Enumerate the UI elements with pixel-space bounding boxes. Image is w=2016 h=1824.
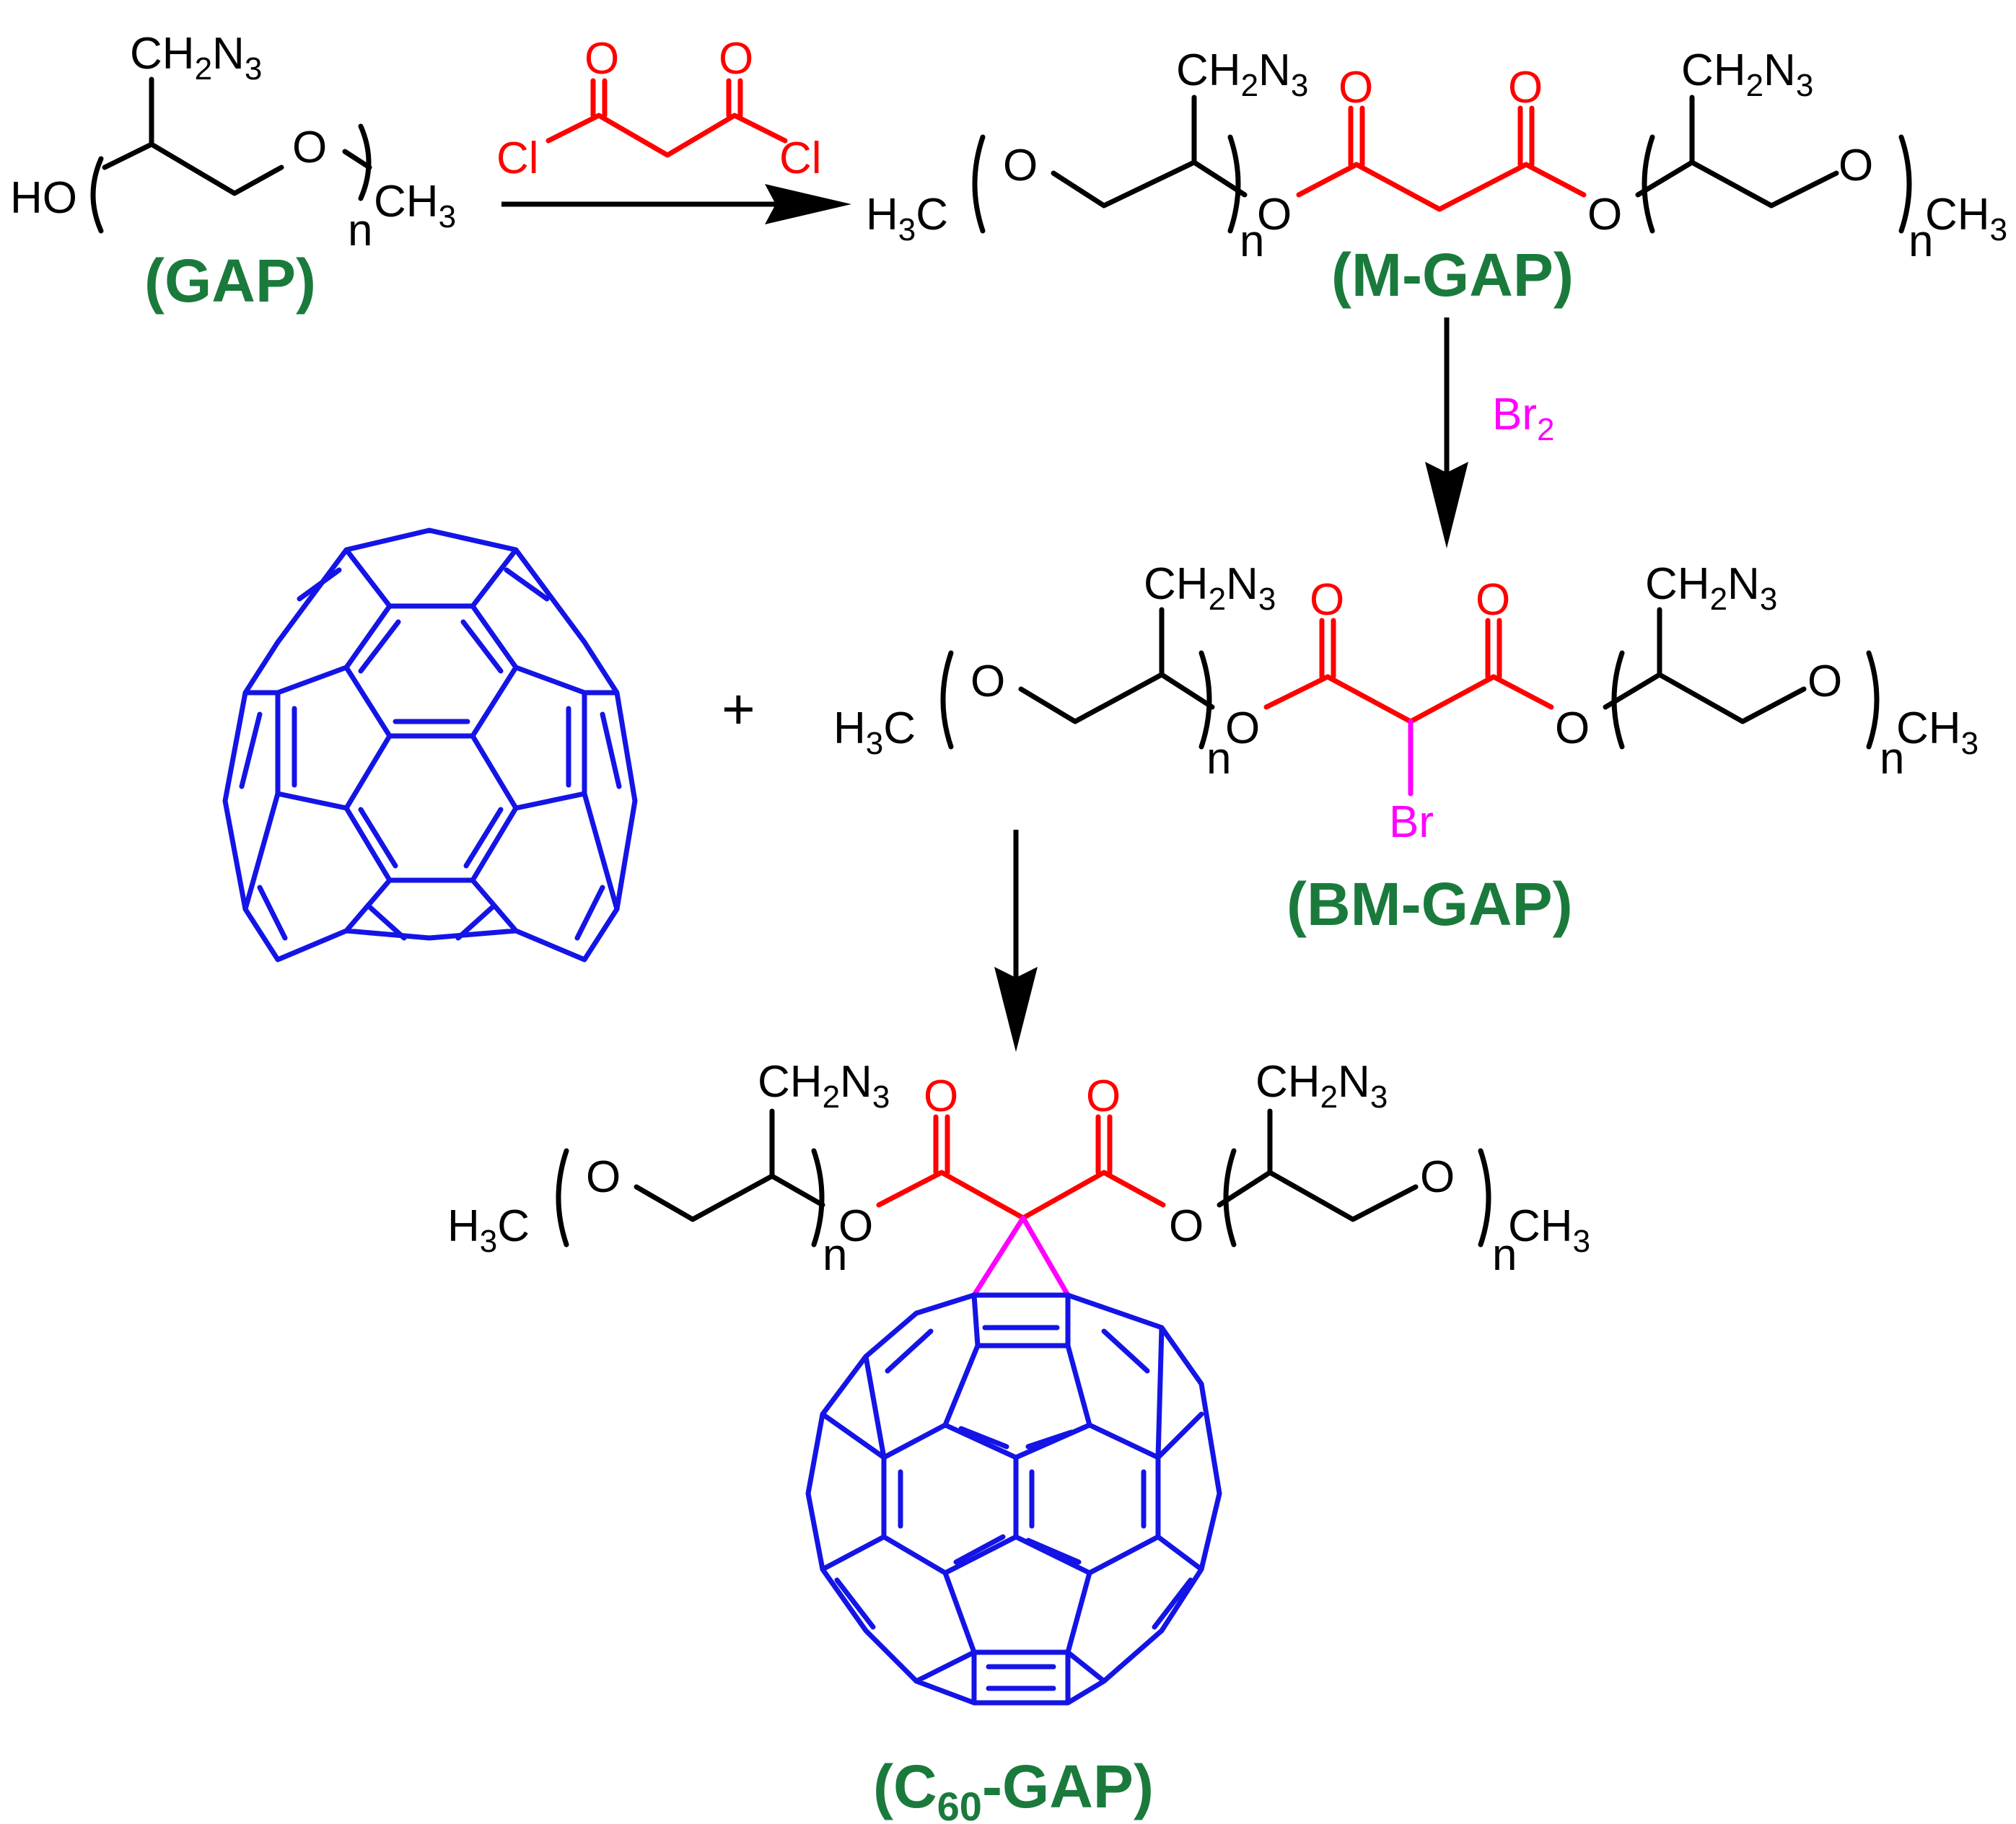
c60-gap-structure: H3C O CH2N3 n O O O O CH2N3 O n CH3 [447, 1057, 1590, 1298]
bm-gap-paren-r1 [1198, 650, 1212, 750]
m-gap-backbone-r [1635, 95, 1839, 209]
m-gap-malonate [1296, 105, 1587, 212]
m-gap-ch2n3-l: CH2N3 [1176, 45, 1308, 103]
malonyl-cl-left: Cl [496, 133, 539, 183]
c60-gap-ch2n3-l: CH2N3 [758, 1057, 890, 1115]
c60-gap-backbone-l [634, 1108, 825, 1222]
gap-ch2n3: CH2N3 [130, 29, 262, 87]
bm-gap-title: (BM-GAP) [1287, 870, 1573, 938]
bm-gap-backbone-l [1018, 607, 1215, 724]
bm-gap-ch2n3-l: CH2N3 [1144, 559, 1276, 617]
m-gap-o4: O [1508, 63, 1543, 113]
gap-structure: CH2N3 HO O n CH3 (GAP) [10, 29, 456, 315]
bm-gap-o4: O [1476, 575, 1510, 625]
c60-gap-o1: O [586, 1152, 621, 1202]
bm-gap-h3c: H3C [833, 703, 916, 761]
c60-gap-h3c: H3C [447, 1201, 530, 1259]
m-gap-ch2n3-r: CH2N3 [1681, 45, 1813, 103]
m-gap-o3: O [1338, 63, 1373, 113]
bm-gap-o3: O [1310, 575, 1344, 625]
bm-gap-o1: O [970, 657, 1005, 706]
gap-o-bond [342, 149, 372, 170]
m-gap-o5: O [1587, 190, 1622, 240]
c60-fullerene [222, 527, 638, 963]
reagent-br2: Br2 [1492, 390, 1554, 447]
arrow-2 [1425, 317, 1468, 548]
m-gap-title: (M-GAP) [1331, 241, 1574, 309]
c60-gap-cyclopropane [971, 1215, 1071, 1298]
m-gap-structure: H3C O CH2N3 n O O O O CH2N3 O n CH3 (M-G… [866, 45, 2007, 309]
gap-title: (GAP) [144, 247, 316, 315]
bm-gap-n2: n [1880, 734, 1904, 784]
malonyl-o-right: O [719, 34, 753, 84]
bm-gap-paren-r2 [1866, 650, 1880, 750]
m-gap-o1: O [1003, 141, 1038, 190]
bm-gap-backbone-r [1603, 607, 1807, 724]
c60-gap-o6: O [1420, 1152, 1455, 1202]
gap-backbone [102, 76, 284, 196]
c60-gap-n1: n [823, 1230, 847, 1280]
malonyl-chloride: O O Cl Cl [496, 34, 822, 183]
m-gap-backbone-l [1051, 95, 1248, 209]
m-gap-paren-l2 [1642, 134, 1655, 234]
c60-gap-title: (C60-GAP) [873, 1753, 1154, 1824]
c60-gap-o5: O [1169, 1201, 1204, 1251]
c60-gap-ch3: CH3 [1508, 1201, 1590, 1259]
c60-gap-malonate [876, 1114, 1166, 1221]
bm-gap-n1: n [1206, 734, 1231, 784]
m-gap-n2: n [1908, 216, 1933, 266]
c60-gap-paren-r1 [811, 1148, 825, 1248]
c60-gap-o4: O [1086, 1071, 1121, 1121]
bm-gap-br: Br [1389, 797, 1434, 847]
bm-gap-ch2n3-r: CH2N3 [1645, 559, 1777, 617]
c60-gap-paren-l2 [1223, 1148, 1237, 1248]
m-gap-paren-r1 [1227, 134, 1241, 234]
c60-gap-paren-r2 [1478, 1148, 1491, 1248]
c60-gap-paren-l1 [556, 1148, 569, 1248]
m-gap-ch3: CH3 [1925, 190, 2007, 247]
malonyl-o-left: O [584, 34, 619, 84]
malonyl-bonds [545, 78, 788, 158]
gap-left-paren [90, 156, 104, 234]
gap-o: O [292, 123, 327, 172]
gap-n-repeat: n [348, 206, 372, 255]
m-gap-n1: n [1240, 216, 1264, 266]
gap-right-paren [358, 123, 372, 201]
bm-gap-o5: O [1555, 703, 1590, 753]
gap-ho: HO [10, 173, 77, 223]
m-gap-paren-l1 [972, 134, 986, 234]
bm-gap-paren-l1 [940, 650, 954, 750]
c60-gap-n2: n [1492, 1230, 1517, 1280]
c60-gap-o2: O [838, 1201, 873, 1251]
c60-gap-fullerene [805, 1292, 1222, 1706]
plus-sign: + [722, 677, 755, 741]
m-gap-paren-r2 [1898, 134, 1912, 234]
bm-gap-o2: O [1225, 703, 1260, 753]
c60-gap-ch2n3-r: CH2N3 [1255, 1057, 1388, 1115]
gap-ch3: CH3 [374, 177, 456, 234]
bm-gap-structure: H3C O CH2N3 n O O O Br O CH2N3 O n CH3 (… [833, 559, 1978, 938]
arrow-1 [501, 184, 851, 224]
m-gap-h3c: H3C [866, 190, 948, 247]
bm-gap-malonate [1263, 618, 1554, 724]
arrow-3 [994, 830, 1038, 1052]
c60-gap-o3: O [924, 1071, 958, 1121]
m-gap-o2: O [1257, 190, 1292, 240]
bm-gap-ch3: CH3 [1896, 703, 1978, 761]
m-gap-o6: O [1838, 141, 1873, 190]
c60-gap-backbone-r [1217, 1108, 1419, 1222]
bm-gap-o6: O [1807, 657, 1842, 706]
